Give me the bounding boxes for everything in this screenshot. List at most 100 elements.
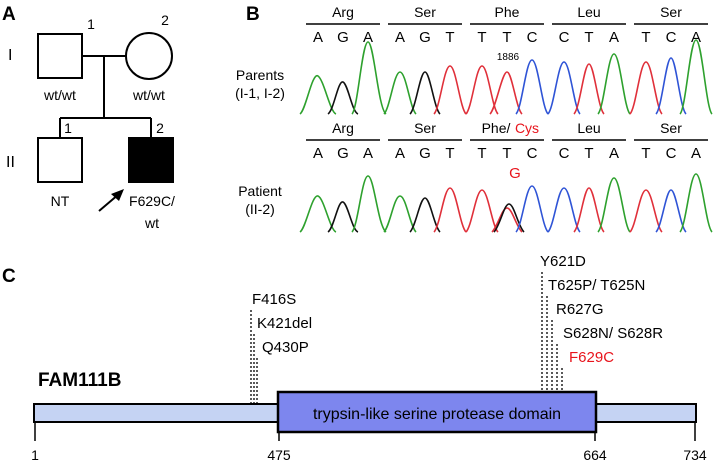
individual-ii-2-number: 2 <box>156 120 164 136</box>
parents-trace-peak-a2 <box>351 41 387 115</box>
parents-base-10: C <box>559 29 570 46</box>
individual-ii-1-genotype: NT <box>51 193 70 209</box>
parents-label-line1: Parents <box>236 67 284 83</box>
tick-label-1: 1 <box>31 447 39 463</box>
patient-base-10: C <box>559 145 570 162</box>
patient-trace-peak-t5 <box>629 189 663 233</box>
patient-base-7: T <box>477 145 486 162</box>
patient-base-1: A <box>313 145 323 162</box>
tick-label-475: 475 <box>267 447 291 463</box>
patient-trace-peak-t3 <box>491 207 523 233</box>
mutation-label-t625: T625P/ T625N <box>548 277 645 294</box>
panel-label-c: C <box>2 266 16 287</box>
parents-trace-peak-t5 <box>629 61 663 115</box>
patient-base-6: T <box>445 145 454 162</box>
mutation-label-q430p: Q430P <box>262 339 309 356</box>
panel-b: B Parents (I-1, I-2) Patient (II-2) Arg … <box>235 4 713 233</box>
parents-label-line2: (I-1, I-2) <box>235 85 285 101</box>
individual-ii-2-square-affected <box>128 137 174 183</box>
mutation-label-s628: S628N/ S628R <box>563 325 663 342</box>
patient-base-9: C <box>527 145 538 162</box>
parents-codon-2: Ser <box>414 4 436 20</box>
generation-label-i: I <box>8 47 12 64</box>
panel-a: A I II 1 2 wt/wt wt/wt 1 2 NT F629C/ wt <box>2 4 175 231</box>
panel-c: C FAM111B trypsin-like serine protease d… <box>2 253 707 463</box>
parents-base-2: G <box>337 29 349 46</box>
individual-i-1-square <box>37 33 83 79</box>
patient-mutant-base: G <box>509 165 521 182</box>
mutation-label-r627g: R627G <box>556 301 604 318</box>
patient-base-2: G <box>337 145 349 162</box>
mutation-lines-right <box>541 272 563 392</box>
patient-trace-peak-c2 <box>547 187 581 233</box>
patient-codon-3-wt: Phe/ <box>482 120 511 136</box>
parents-base-7: T <box>477 29 486 46</box>
parents-base-row: A G A A G T T T C C T A T C A <box>313 29 701 46</box>
tick-label-734: 734 <box>683 447 707 463</box>
patient-base-3: A <box>363 145 373 162</box>
patient-chromatogram <box>299 173 713 233</box>
patient-base-5: G <box>419 145 431 162</box>
parents-codon-1: Arg <box>332 4 354 20</box>
patient-trace-peak-a2 <box>351 175 387 233</box>
patient-trace-peak-a5 <box>679 173 713 233</box>
parents-codon-5: Ser <box>660 4 682 20</box>
patient-trace-peak-c1 <box>515 185 549 233</box>
mutation-label-f416s: F416S <box>252 291 296 308</box>
protease-domain-label: trypsin-like serine protease domain <box>313 406 561 423</box>
parents-codon-4: Leu <box>577 4 600 20</box>
parents-base-13: T <box>641 29 650 46</box>
patient-label-line1: Patient <box>238 183 282 199</box>
patient-base-8: T <box>502 145 511 162</box>
parents-base-12: A <box>609 29 619 46</box>
parents-base-4: A <box>395 29 405 46</box>
individual-i-1-number: 1 <box>87 16 95 32</box>
parents-trace-peak-g2 <box>409 71 441 115</box>
parents-base-6: T <box>445 29 454 46</box>
parents-trace-peak-a3 <box>383 71 417 115</box>
parents-trace-peak-a4 <box>597 53 631 115</box>
patient-base-4: A <box>395 145 405 162</box>
proband-arrow-icon <box>111 189 124 201</box>
parents-base-1: A <box>313 29 323 46</box>
patient-base-12: A <box>609 145 619 162</box>
mutation-label-y621d: Y621D <box>540 253 586 270</box>
individual-ii-2-genotype-line1: F629C/ <box>129 193 175 209</box>
patient-label-line2: (II-2) <box>245 201 275 217</box>
patient-trace-peak-a3 <box>383 195 417 233</box>
patient-codon-row: Arg Ser Phe/ Cys Leu Ser <box>306 120 708 141</box>
patient-trace-peak-t1 <box>433 187 467 233</box>
parents-trace-peak-t4 <box>573 63 605 115</box>
parents-codon-3: Phe <box>495 4 520 20</box>
panel-label-b: B <box>246 4 260 25</box>
parents-trace-peak-c2 <box>547 61 581 115</box>
patient-trace-peak-t4 <box>573 187 605 233</box>
parents-base-11: T <box>584 29 593 46</box>
parents-base-9: C <box>527 29 538 46</box>
generation-label-ii: II <box>6 154 15 171</box>
patient-base-15: A <box>691 145 701 162</box>
patient-codon-3-mutant: Cys <box>515 120 539 136</box>
patient-trace-peak-g2 <box>409 197 441 233</box>
individual-ii-1-square <box>37 137 83 183</box>
individual-i-2-circle <box>125 32 173 80</box>
parents-position-label: 1886 <box>497 52 520 63</box>
patient-trace-peak-a1 <box>299 195 337 233</box>
individual-i-2-genotype: wt/wt <box>132 87 165 103</box>
individual-ii-2-genotype-line2: wt <box>144 215 159 231</box>
parents-trace-peak-t1 <box>433 65 467 115</box>
patient-base-11: T <box>584 145 593 162</box>
parents-trace-peak-a1 <box>299 75 337 115</box>
tick-label-664: 664 <box>583 447 607 463</box>
parents-trace-peak-t3 <box>489 71 523 115</box>
patient-trace-peak-t2 <box>465 189 499 233</box>
patient-codon-1: Arg <box>332 120 354 136</box>
parents-trace-peak-c3 <box>655 57 687 115</box>
parents-codon-row: Arg Ser Phe Leu Ser <box>306 4 708 25</box>
parents-base-14: C <box>666 29 677 46</box>
parents-trace-peak-g1 <box>327 81 359 115</box>
protein-name: FAM111B <box>38 370 121 391</box>
patient-base-row: A G A A G T T T C C T A T C A <box>313 145 701 162</box>
parents-base-15: A <box>691 29 701 46</box>
parents-trace-peak-t2 <box>465 65 499 115</box>
